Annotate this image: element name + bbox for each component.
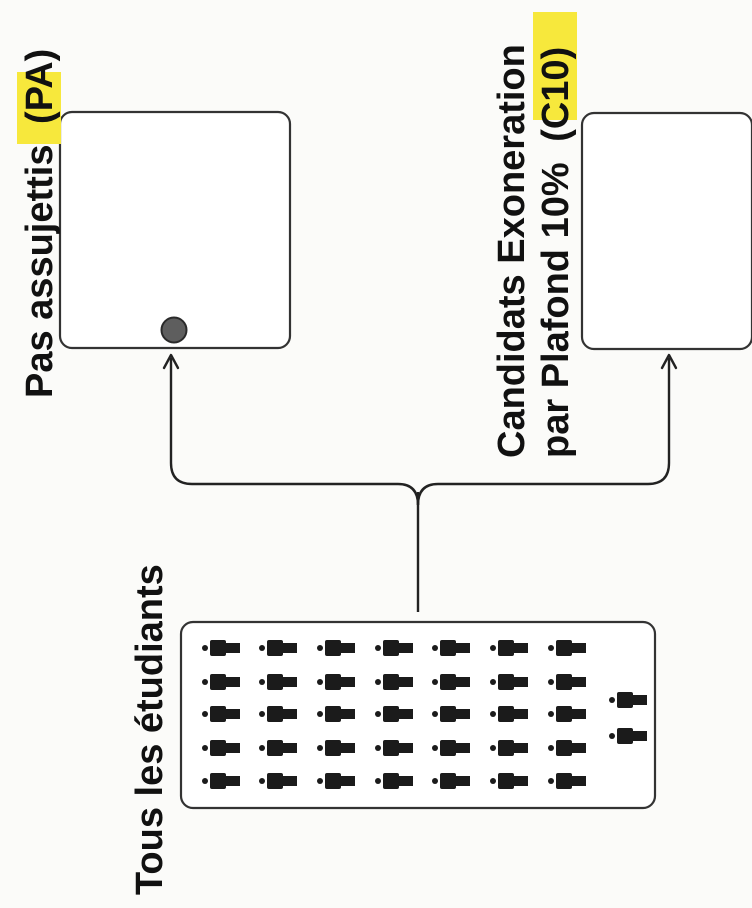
pa-box: [58, 110, 292, 350]
student-icon: [317, 706, 355, 722]
student-icon: [259, 640, 297, 656]
student-icon: [490, 674, 528, 690]
student-icon: [259, 773, 297, 789]
student-icon: [375, 740, 413, 756]
source-label-text: Tous les étudiants: [129, 564, 171, 895]
student-icon: [317, 640, 355, 656]
student-icon: [490, 640, 528, 656]
student-icon: [490, 740, 528, 756]
c10-label-text: par Plafond 10%: [535, 162, 577, 458]
student-icon: [609, 728, 647, 744]
c10-label: Candidats Exoneration: [491, 44, 533, 458]
students-box: [179, 620, 657, 810]
student-icon: [259, 706, 297, 722]
arrowhead-c10: [660, 353, 678, 370]
c10-label-line2: par Plafond 10% (C10): [533, 12, 577, 458]
student-icon: [375, 640, 413, 656]
pa-label-text: Pas assujettis: [19, 145, 61, 398]
pa-label: Pas assujettis (PA): [17, 49, 61, 398]
student-icon: [375, 674, 413, 690]
student-icon: [317, 740, 355, 756]
student-icon: [432, 773, 470, 789]
student-icon: [548, 740, 586, 756]
c10-code-highlight: [533, 12, 577, 120]
student-icon: [548, 773, 586, 789]
student-icon: [317, 773, 355, 789]
student-icon: [548, 706, 586, 722]
student-icon: [202, 740, 240, 756]
student-icon: [548, 640, 586, 656]
student-icon: [432, 706, 470, 722]
student-icon: [548, 674, 586, 690]
student-icon: [432, 640, 470, 656]
pa-code-highlight: [17, 72, 61, 144]
c10-code: (C10): [535, 47, 577, 142]
student-icon: [490, 773, 528, 789]
student-icon: [202, 640, 240, 656]
student-icon: [375, 773, 413, 789]
student-icon: [259, 674, 297, 690]
svg-text:par Plafond 10% (C10): par Plafond 10% (C10): [535, 47, 577, 458]
pa-marker-dot: [160, 316, 188, 344]
connector-branch-c10: [416, 358, 671, 506]
c10-box: [580, 111, 752, 351]
svg-text:Candidats Exoneration: Candidats Exoneration: [491, 44, 533, 458]
student-icon: [317, 674, 355, 690]
pa-code: (PA): [19, 49, 61, 124]
student-icon: [202, 706, 240, 722]
student-icon: [375, 706, 413, 722]
student-icon: [202, 674, 240, 690]
c10-label-line1: Candidats Exoneration: [491, 44, 533, 458]
connector-branch-pa: [169, 358, 420, 506]
student-icon: [432, 740, 470, 756]
student-icon: [202, 773, 240, 789]
source-label: Tous les étudiants: [129, 564, 171, 895]
student-icon: [490, 706, 528, 722]
student-icon: [609, 692, 647, 708]
svg-text:Pas assujettis (PA): Pas assujettis (PA): [19, 49, 61, 398]
students-group: [202, 640, 647, 789]
student-icon: [432, 674, 470, 690]
student-icon: [259, 740, 297, 756]
arrowhead-pa: [162, 353, 180, 370]
